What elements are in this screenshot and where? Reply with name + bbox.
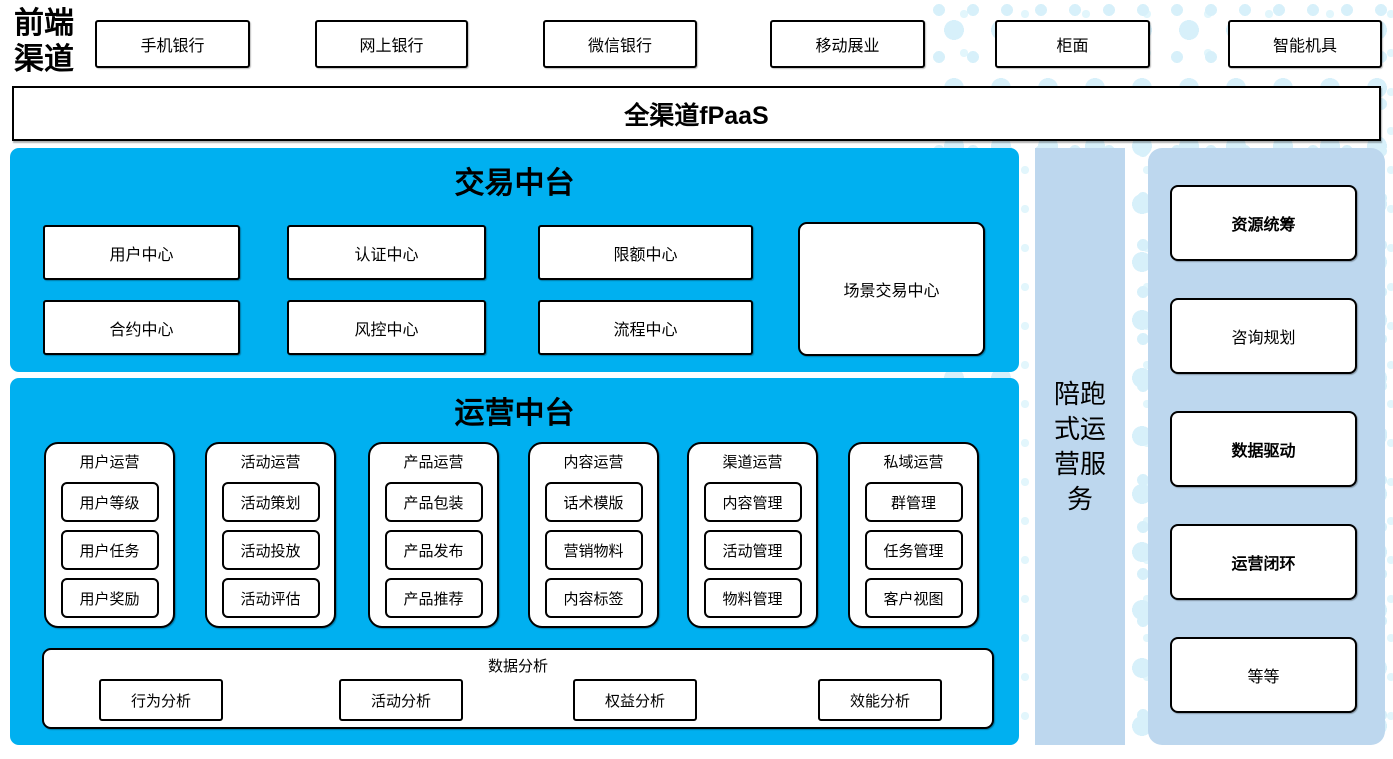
- right-services-panel: 资源统筹 咨询规划 数据驱动 运营闭环 等等: [1148, 148, 1385, 745]
- ops-group-item: 内容标签: [544, 578, 643, 618]
- ops-group-channel-operation: 渠道运营 内容管理 活动管理 物料管理: [687, 442, 818, 628]
- ops-group-title: 内容运营: [563, 454, 624, 471]
- ops-group-product-operation: 产品运营 产品包装 产品发布 产品推荐: [368, 442, 499, 628]
- ops-group-content-operation: 内容运营 话术模版 营销物料 内容标签: [528, 442, 659, 628]
- ops-group-title: 活动运营: [240, 454, 301, 471]
- analysis-box-activity: 活动分析: [339, 679, 463, 721]
- ops-group-item: 活动投放: [221, 530, 320, 570]
- ops-group-item: 客户视图: [864, 578, 963, 618]
- operation-platform-title: 运营中台: [454, 397, 575, 430]
- accompany-service-bar: 陪跑式运营服务: [1035, 148, 1125, 745]
- ops-group-title: 渠道运营: [722, 454, 783, 471]
- accompany-service-label: 陪跑式运营服务: [1053, 378, 1106, 514]
- center-box-risk-center: 风控中心: [287, 300, 486, 355]
- ops-group-item: 用户奖励: [60, 578, 159, 618]
- ops-group-item: 营销物料: [544, 530, 643, 570]
- front-channels-label: 前端渠道: [14, 7, 74, 76]
- ops-group-item: 用户任务: [60, 530, 159, 570]
- analysis-box-behavior: 行为分析: [99, 679, 223, 721]
- channel-box-mobile-sales: 移动展业: [770, 20, 925, 68]
- operation-platform-block: 运营中台 用户运营 用户等级 用户任务 用户奖励 活动运营 活动策划 活动投放 …: [10, 378, 1019, 745]
- analysis-box-efficiency: 效能分析: [818, 679, 942, 721]
- ops-group-title: 用户运营: [79, 454, 140, 471]
- ops-group-item: 群管理: [864, 482, 963, 522]
- trade-platform-block: 交易中台 用户中心 认证中心 限额中心 合约中心 风控中心 流程中心 场景交易中…: [10, 148, 1019, 372]
- service-box-data-driven: 数据驱动: [1170, 411, 1357, 487]
- data-analysis-container: 数据分析 行为分析 活动分析 权益分析 效能分析: [42, 648, 994, 729]
- ops-group-user-operation: 用户运营 用户等级 用户任务 用户奖励: [44, 442, 175, 628]
- analysis-box-rights: 权益分析: [573, 679, 697, 721]
- service-box-resource-planning: 资源统筹: [1170, 185, 1357, 261]
- trade-platform-title: 交易中台: [454, 167, 575, 200]
- ops-group-item: 产品包装: [384, 482, 483, 522]
- channel-box-counter: 柜面: [995, 20, 1150, 68]
- ops-group-item: 内容管理: [703, 482, 802, 522]
- service-box-consulting-planning: 咨询规划: [1170, 298, 1357, 374]
- channel-box-wechat-banking: 微信银行: [543, 20, 697, 68]
- fpaas-bar: 全渠道fPaaS: [12, 86, 1381, 141]
- ops-group-item: 用户等级: [60, 482, 159, 522]
- service-box-operation-loop: 运营闭环: [1170, 524, 1357, 600]
- ops-group-title: 产品运营: [403, 454, 464, 471]
- center-box-limit-center: 限额中心: [538, 225, 753, 280]
- ops-group-private-domain-operation: 私域运营 群管理 任务管理 客户视图: [848, 442, 979, 628]
- center-box-contract-center: 合约中心: [43, 300, 240, 355]
- ops-group-item: 活动评估: [221, 578, 320, 618]
- center-box-process-center: 流程中心: [538, 300, 753, 355]
- ops-group-item: 活动管理: [703, 530, 802, 570]
- service-box-etc: 等等: [1170, 637, 1357, 713]
- ops-group-item: 活动策划: [221, 482, 320, 522]
- scene-transaction-center-box: 场景交易中心: [798, 222, 985, 356]
- ops-group-item: 话术模版: [544, 482, 643, 522]
- ops-group-item: 产品发布: [384, 530, 483, 570]
- center-box-auth-center: 认证中心: [287, 225, 486, 280]
- ops-group-activity-operation: 活动运营 活动策划 活动投放 活动评估: [205, 442, 336, 628]
- ops-group-title: 私域运营: [883, 454, 944, 471]
- ops-group-item: 任务管理: [864, 530, 963, 570]
- ops-group-item: 物料管理: [703, 578, 802, 618]
- ops-group-item: 产品推荐: [384, 578, 483, 618]
- center-box-user-center: 用户中心: [43, 225, 240, 280]
- channel-box-smart-terminal: 智能机具: [1228, 20, 1382, 68]
- data-analysis-title: 数据分析: [487, 658, 548, 675]
- channel-box-online-banking: 网上银行: [315, 20, 468, 68]
- channel-box-mobile-banking: 手机银行: [95, 20, 250, 68]
